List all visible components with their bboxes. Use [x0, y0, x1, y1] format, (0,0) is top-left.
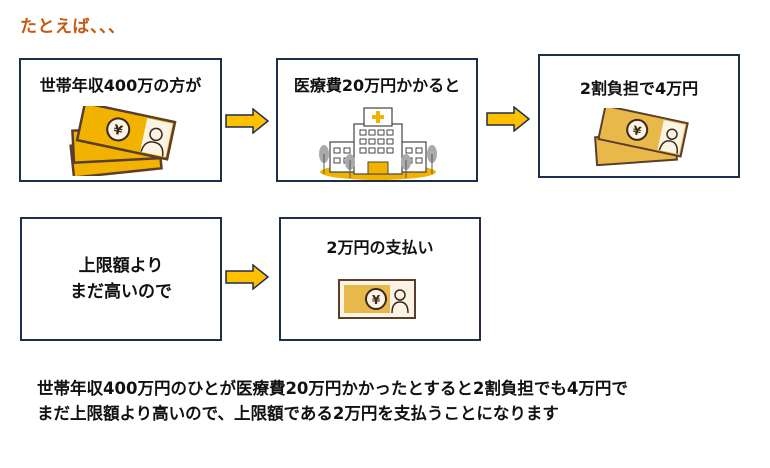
step-text-line: 上限額より: [78, 256, 164, 276]
single-bill-icon: ¥: [338, 279, 416, 319]
yen-symbol: ¥: [631, 123, 643, 139]
two-bills-icon: ¥: [594, 108, 689, 166]
step-box-copay: 2割負担で4万円 ¥: [538, 54, 740, 178]
yen-symbol: ¥: [112, 123, 124, 140]
step-box-payment: 2万円の支払い ¥: [279, 217, 481, 341]
step-title: 世帯年収400万の方が: [39, 76, 202, 95]
step-box-income: 世帯年収400万の方が ¥: [19, 58, 222, 182]
hospital-icon: [319, 107, 437, 180]
step-title: 2万円の支払い: [326, 238, 434, 257]
yen-symbol: ¥: [372, 293, 381, 307]
summary-text: 世帯年収400万円のひとが医療費20万円かかったとすると2割負担でも4万円で ま…: [37, 376, 628, 426]
summary-line: 世帯年収400万円のひとが医療費20万円かかったとすると2割負担でも4万円で: [37, 379, 628, 398]
step-box-medical-cost: 医療費20万円かかると: [276, 58, 478, 182]
summary-line: まだ上限額より高いので、上限額である2万円を支払うことになります: [37, 404, 559, 423]
arrow-right-icon: [225, 264, 270, 290]
step-text: 上限額より まだ高いので: [22, 253, 220, 305]
arrow-right-icon: [486, 106, 531, 132]
arrow-right-icon: [225, 108, 270, 134]
step-title: 2割負担で4万円: [579, 79, 699, 98]
step-box-above-limit: 上限額より まだ高いので: [20, 217, 222, 341]
heading: たとえば、、、: [20, 17, 126, 37]
step-title: 医療費20万円かかると: [293, 76, 461, 95]
stacked-bills-icon: ¥: [69, 106, 177, 176]
step-text-line: まだ高いので: [70, 282, 172, 302]
